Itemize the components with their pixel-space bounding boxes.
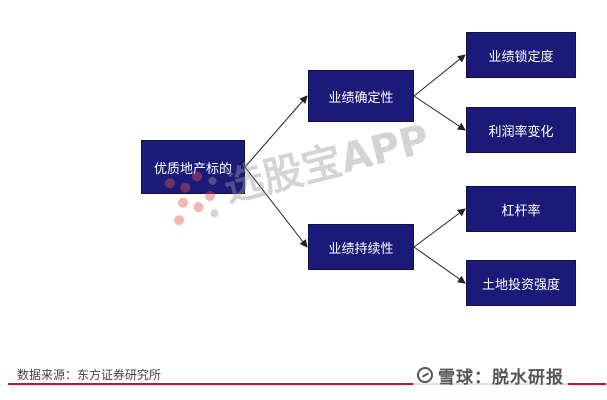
footer-divider (8, 383, 606, 385)
edge-root-to-certainty (244, 95, 308, 168)
node-earnings-sustainability: 业绩持续性 (308, 224, 414, 270)
node-earnings-lock-degree: 业绩锁定度 (466, 32, 576, 78)
edge-root-to-sustainability (244, 166, 308, 248)
snowball-icon (417, 367, 433, 383)
node-margin-change: 利润率变化 (466, 107, 576, 153)
node-land-investment-intensity: 土地投资强度 (466, 260, 576, 306)
edge-certainty-to-margin (413, 95, 466, 131)
source-note: 数据来源：东方证券研究所 (17, 368, 162, 382)
edge-certainty-to-lock (413, 54, 466, 97)
edge-sustainability-to-land (413, 246, 466, 284)
node-quality-property-target: 优质地产标的 (141, 140, 245, 194)
node-earnings-certainty: 业绩确定性 (308, 70, 414, 122)
edge-sustainability-to-leverage (413, 208, 466, 248)
node-leverage-ratio: 杠杆率 (466, 186, 576, 232)
brand-text: 雪球：脱水研报 (438, 367, 564, 388)
brand-signature: 雪球：脱水研报 (413, 362, 568, 388)
